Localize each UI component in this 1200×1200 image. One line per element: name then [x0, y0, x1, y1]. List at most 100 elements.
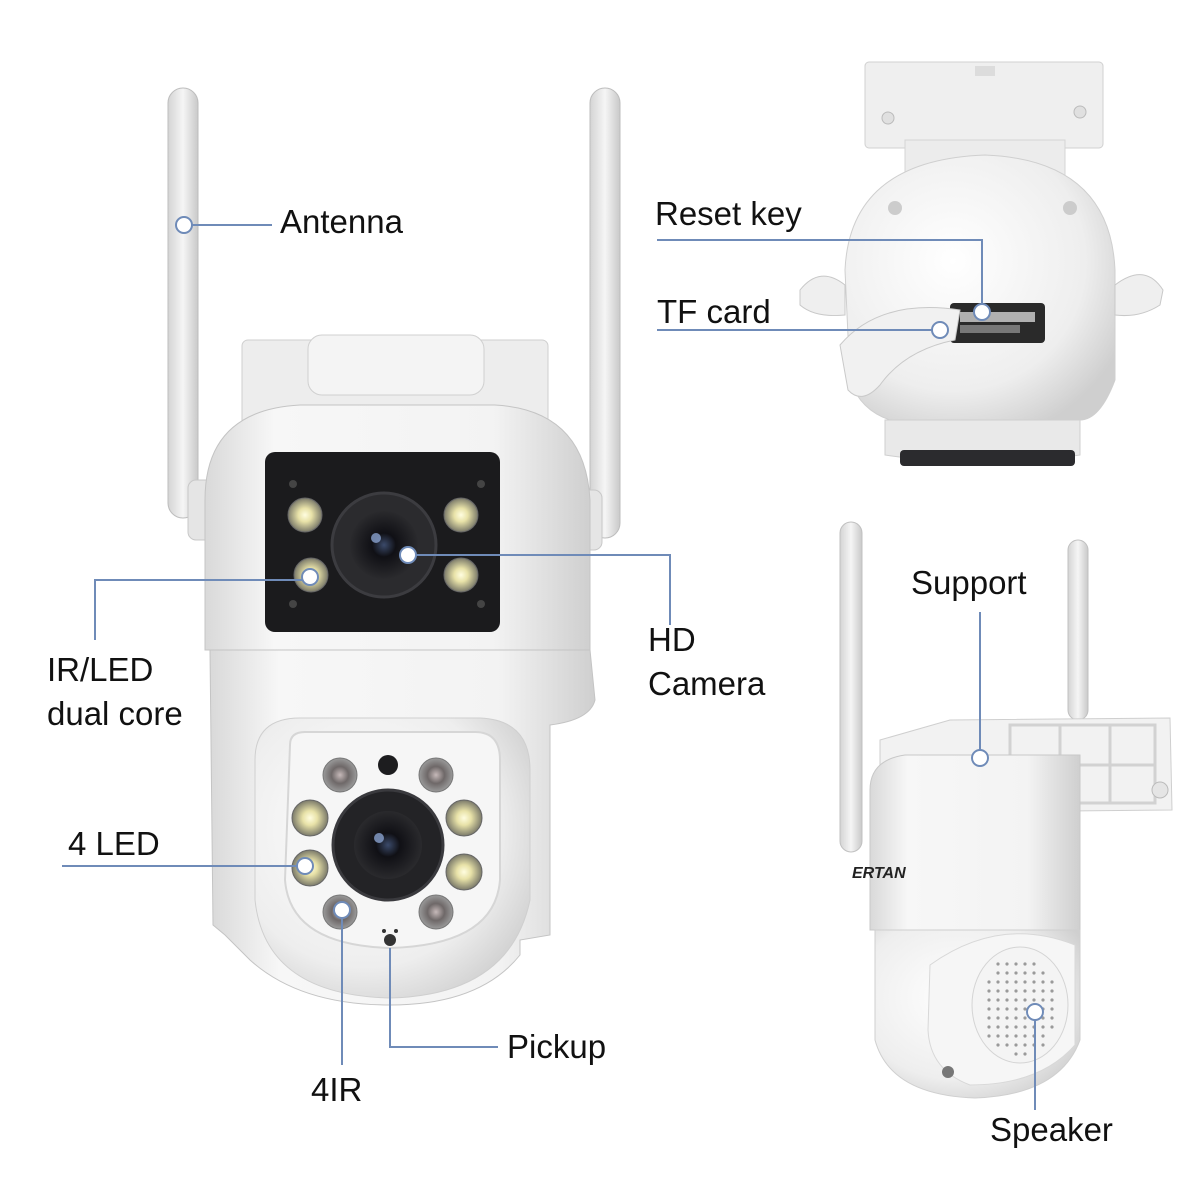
ir-led — [418, 757, 454, 793]
speaker-hole — [1050, 1007, 1054, 1011]
ir-led — [418, 894, 454, 930]
speaker-hole — [1032, 989, 1036, 993]
label-hd-camera-line2: Camera — [648, 665, 766, 702]
antenna-marker — [175, 216, 193, 234]
speaker-hole — [987, 1025, 991, 1029]
speaker-hole — [1023, 1025, 1027, 1029]
speaker-hole — [1050, 980, 1054, 984]
speaker-hole — [1005, 989, 1009, 993]
speaker-hole — [987, 1016, 991, 1020]
speaker-hole — [1014, 989, 1018, 993]
speaker-hole — [1041, 1034, 1045, 1038]
speaker-hole — [1005, 998, 1009, 1002]
speaker-hole — [996, 1007, 1000, 1011]
speaker-hole — [1005, 971, 1009, 975]
back-base-lens — [900, 450, 1075, 466]
right-antenna — [589, 87, 621, 539]
speaker-grille — [971, 946, 1069, 1064]
speaker-hole — [1014, 971, 1018, 975]
ir-led-marker — [301, 568, 319, 586]
label-pickup: Pickup — [507, 1028, 607, 1065]
speaker-hole — [1050, 1016, 1054, 1020]
speaker-hole — [1014, 962, 1018, 966]
label-ir-led-line2: dual core — [47, 695, 183, 732]
reset-key-marker — [973, 303, 991, 321]
speaker-hole — [1050, 989, 1054, 993]
speaker-hole — [1032, 971, 1036, 975]
speaker-hole — [1050, 998, 1054, 1002]
label-ir-led: IR/LED dual core — [47, 648, 183, 736]
speaker-marker — [1026, 1003, 1044, 1021]
speaker-hole — [1032, 980, 1036, 984]
side-view-camera: ERTAN — [839, 521, 1173, 1099]
white-led — [291, 799, 329, 837]
brand-fragment: ERTAN — [852, 865, 906, 882]
label-hd-camera: HD Camera — [648, 618, 765, 706]
speaker-hole — [996, 1016, 1000, 1020]
label-four-ir: 4IR — [311, 1071, 363, 1108]
ir-led — [322, 757, 358, 793]
speaker-holes — [987, 962, 1054, 1056]
tf-card-marker — [931, 321, 949, 339]
label-hd-camera-line1: HD — [648, 621, 696, 658]
speaker-hole — [1005, 1016, 1009, 1020]
speaker-hole — [1014, 1034, 1018, 1038]
speaker-hole — [1023, 1043, 1027, 1047]
tf-card-slot — [950, 303, 1045, 343]
speaker-hole — [1041, 989, 1045, 993]
speaker-hole — [1023, 1052, 1027, 1056]
speaker-hole — [1005, 1034, 1009, 1038]
speaker-hole — [1050, 1025, 1054, 1029]
four-ir-marker — [333, 901, 351, 919]
white-led — [445, 853, 483, 891]
speaker-hole — [1023, 962, 1027, 966]
label-tf-card: TF card — [657, 293, 771, 330]
speaker-hole — [996, 971, 1000, 975]
speaker-hole — [1014, 1016, 1018, 1020]
speaker-hole — [1005, 1007, 1009, 1011]
speaker-hole — [987, 1007, 991, 1011]
speaker-hole — [1014, 1043, 1018, 1047]
side-antenna — [1067, 539, 1089, 721]
speaker-hole — [987, 989, 991, 993]
speaker-hole — [1014, 1007, 1018, 1011]
back-view-camera — [799, 61, 1164, 466]
label-antenna: Antenna — [280, 203, 403, 240]
speaker-hole — [1041, 1025, 1045, 1029]
speaker-hole — [1023, 980, 1027, 984]
speaker-hole — [996, 998, 1000, 1002]
speaker-hole — [1041, 1043, 1045, 1047]
speaker-hole — [1041, 998, 1045, 1002]
speaker-hole — [1032, 998, 1036, 1002]
speaker-hole — [987, 1034, 991, 1038]
speaker-hole — [1005, 1043, 1009, 1047]
speaker-hole — [987, 998, 991, 1002]
hd-camera-marker — [399, 546, 417, 564]
upper-led — [443, 497, 479, 533]
label-ir-led-line1: IR/LED — [47, 651, 154, 688]
label-support: Support — [911, 564, 1027, 601]
side-body — [869, 754, 1081, 931]
four-led-marker — [296, 857, 314, 875]
speaker-hole — [996, 962, 1000, 966]
label-speaker: Speaker — [990, 1111, 1113, 1148]
speaker-hole — [1023, 971, 1027, 975]
speaker-hole — [1023, 1007, 1027, 1011]
white-led — [445, 799, 483, 837]
left-antenna — [167, 87, 199, 519]
speaker-hole — [1023, 998, 1027, 1002]
speaker-hole — [996, 1043, 1000, 1047]
upper-led — [443, 557, 479, 593]
speaker-hole — [996, 1034, 1000, 1038]
speaker-hole — [1041, 971, 1045, 975]
main-camera — [167, 87, 621, 1006]
back-body — [844, 154, 1116, 421]
speaker-hole — [1005, 1025, 1009, 1029]
speaker-hole — [1032, 962, 1036, 966]
speaker-hole — [1014, 980, 1018, 984]
speaker-hole — [1023, 989, 1027, 993]
support-marker — [971, 749, 989, 767]
pickup-mic — [384, 934, 396, 946]
speaker-hole — [987, 980, 991, 984]
speaker-hole — [1005, 980, 1009, 984]
